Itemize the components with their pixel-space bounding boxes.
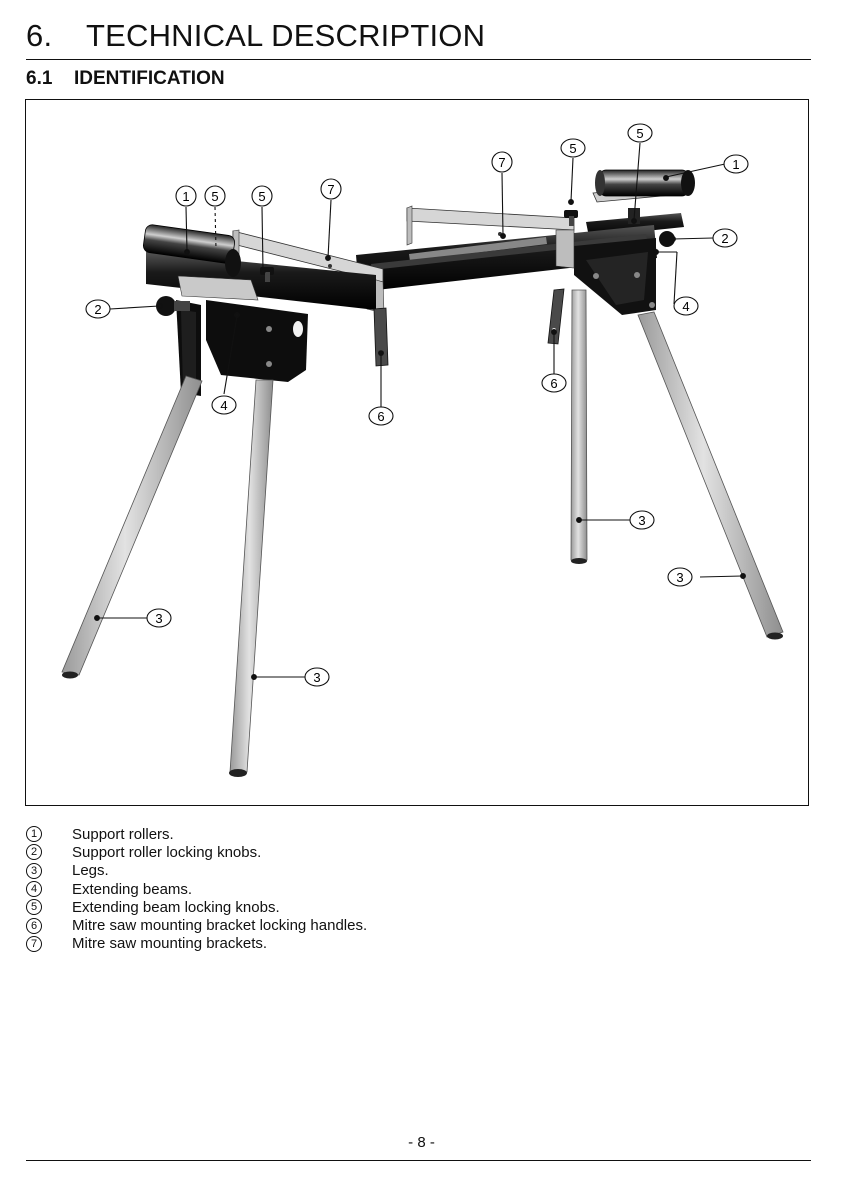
callout-7-left: 7 (321, 179, 341, 199)
subsection-number: 6.1 (26, 68, 74, 90)
locking-handle-right (548, 289, 564, 344)
callout-7-right-num: 7 (498, 155, 505, 170)
section-number: 6. (26, 18, 86, 54)
section-title: TECHNICAL DESCRIPTION (86, 18, 485, 53)
legend-text: Legs. (72, 862, 109, 879)
legend-number: 4 (26, 881, 42, 897)
callout-1-left-num: 1 (182, 189, 189, 204)
callout-6-right-num: 6 (550, 376, 557, 391)
callout-4-right: 4 (674, 297, 698, 315)
callout-4-right-num: 4 (682, 299, 689, 314)
callout-3-left-num: 3 (155, 611, 162, 626)
leg-front-centre (229, 380, 273, 777)
callout-3-left: 3 (147, 609, 171, 627)
callout-2-right-num: 2 (721, 231, 728, 246)
callout-7-right: 7 (492, 152, 512, 172)
legend-text: Mitre saw mounting brackets. (72, 935, 267, 952)
leg-far-right (638, 312, 783, 640)
callout-5-right-a: 5 (561, 139, 585, 157)
legend-number: 5 (26, 899, 42, 915)
legend-item: 2 Support roller locking knobs. (26, 843, 367, 861)
callout-7-left-num: 7 (327, 182, 334, 197)
legend-text: Support rollers. (72, 826, 174, 843)
page-number: - 8 - (0, 1134, 843, 1151)
section-heading: 6.TECHNICAL DESCRIPTION (26, 18, 485, 54)
callout-1-left: 1 (176, 186, 196, 206)
callout-5-right-b-num: 5 (636, 126, 643, 141)
callout-6-right: 6 (542, 374, 566, 392)
legend-item: 3 Legs. (26, 862, 367, 880)
callout-2-left: 2 (86, 300, 110, 318)
legend-item: 4 Extending beams. (26, 880, 367, 898)
callout-5-right-b: 5 (628, 124, 652, 142)
legend-text: Extending beam locking knobs. (72, 899, 280, 916)
legend-item: 5 Extending beam locking knobs. (26, 898, 367, 916)
parts-legend: 1 Support rollers. 2 Support roller lockin… (26, 825, 367, 953)
legend-item: 1 Support rollers. (26, 825, 367, 843)
heading-rule (26, 59, 811, 60)
callout-3-far-right: 3 (668, 568, 692, 586)
callout-4-left: 4 (212, 396, 236, 414)
callout-1-right: 1 (724, 155, 748, 173)
legend-item: 6 Mitre saw mounting bracket locking hand… (26, 916, 367, 934)
callout-3-centre: 3 (305, 668, 329, 686)
legend-number: 7 (26, 936, 42, 952)
callout-5-left-a-num: 5 (211, 189, 218, 204)
subsection-title: IDENTIFICATION (74, 68, 225, 89)
legend-item: 7 Mitre saw mounting brackets. (26, 935, 367, 953)
callout-3-centre-right: 3 (630, 511, 654, 529)
legend-text: Mitre saw mounting bracket locking handl… (72, 917, 367, 934)
callout-5-left-b-num: 5 (258, 189, 265, 204)
legend-number: 2 (26, 844, 42, 860)
callout-3-far-right-num: 3 (676, 570, 683, 585)
footer-rule (26, 1160, 811, 1161)
leg-front-left (62, 376, 202, 679)
callout-2-left-num: 2 (94, 302, 101, 317)
callout-5-left-a: 5 (205, 186, 225, 206)
callout-6-left: 6 (369, 407, 393, 425)
legend-number: 1 (26, 826, 42, 842)
callout-6-left-num: 6 (377, 409, 384, 424)
callout-3-centre-right-num: 3 (638, 513, 645, 528)
mitre-saw-stand-drawing: 1 5 5 7 2 4 6 7 5 5 1 2 4 6 3 3 3 3 (26, 100, 809, 806)
callout-5-right-a-num: 5 (569, 141, 576, 156)
legend-number: 3 (26, 863, 42, 879)
legend-text: Extending beams. (72, 881, 192, 898)
callout-2-right: 2 (713, 229, 737, 247)
callout-5-left-b: 5 (252, 186, 272, 206)
legend-number: 6 (26, 918, 42, 934)
stand-illustration: 1 5 5 7 2 4 6 7 5 5 1 2 4 6 3 3 3 3 (25, 99, 809, 806)
legend-text: Support roller locking knobs. (72, 844, 261, 861)
callout-4-left-num: 4 (220, 398, 227, 413)
callout-3-centre-num: 3 (313, 670, 320, 685)
callout-1-right-num: 1 (732, 157, 739, 172)
